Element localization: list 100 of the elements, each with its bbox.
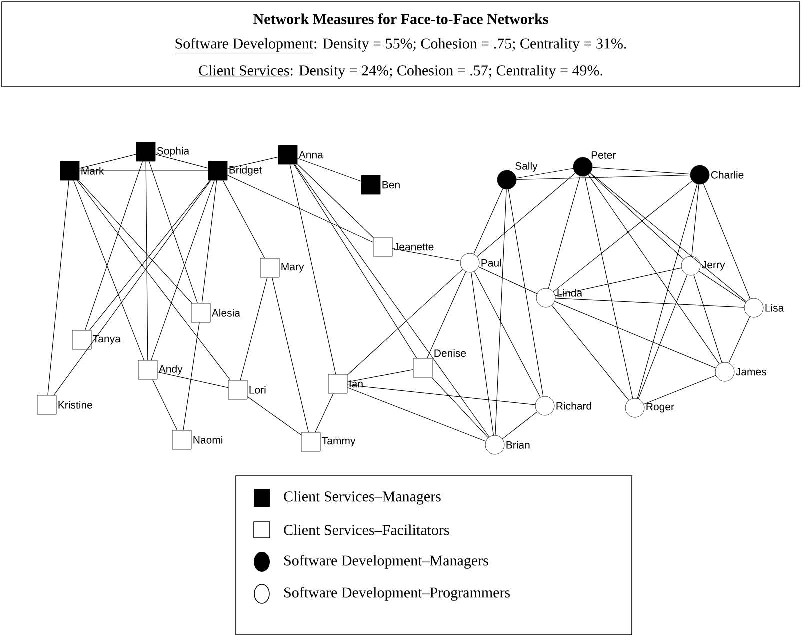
connector-line xyxy=(552,305,630,401)
connector-line xyxy=(555,268,682,296)
square-node: Alesia xyxy=(191,303,240,323)
connector-line xyxy=(151,180,215,361)
connector-line xyxy=(694,274,722,364)
connector-line xyxy=(79,170,209,172)
connector-line xyxy=(157,372,229,388)
square-node: Lori xyxy=(228,380,266,400)
connector-line xyxy=(272,277,310,433)
connector-line xyxy=(74,180,144,361)
node-label: Andy xyxy=(158,365,183,375)
node-label: Tanya xyxy=(93,335,121,345)
square-node: Ian xyxy=(328,374,363,394)
node-label: Charlie xyxy=(711,171,744,179)
connector-line xyxy=(495,189,507,436)
measures-line: Software Development: Density = 55%; Cohesion = .75; Centrality = 31%. xyxy=(174,38,626,54)
node-label: Anna xyxy=(298,151,324,159)
node-label: Peter xyxy=(592,152,616,159)
node-label: Lisa xyxy=(766,304,784,312)
connector-line xyxy=(247,396,302,436)
connector-line xyxy=(703,184,751,300)
connector-line xyxy=(584,176,634,399)
connector-line xyxy=(347,384,536,406)
connector-line xyxy=(294,164,490,438)
connector-line xyxy=(392,248,461,262)
connector-line xyxy=(637,184,698,399)
connector-line xyxy=(146,161,148,361)
node-label: Tammy xyxy=(322,437,356,447)
connector-line xyxy=(90,180,210,331)
connector-line xyxy=(79,154,137,169)
connector-line xyxy=(698,271,746,303)
connector-line xyxy=(590,173,684,260)
square-node: Andy xyxy=(138,360,183,380)
legend-text: Client Services–Facilitators xyxy=(284,524,450,536)
connector-line xyxy=(728,316,750,364)
connector-line xyxy=(183,322,200,431)
connector-line xyxy=(227,156,279,170)
connector-line xyxy=(294,164,418,359)
square-node: Mary xyxy=(260,258,304,278)
connector-line xyxy=(692,184,700,257)
circle-node: Jerry xyxy=(681,256,726,276)
connector-line xyxy=(202,180,218,304)
connector-line xyxy=(474,271,541,398)
connector-line xyxy=(297,164,374,238)
connector-line xyxy=(240,277,268,381)
connector-line xyxy=(48,180,70,396)
node-label: Sophia xyxy=(157,147,190,157)
legend-text: Software Development–Programmers xyxy=(284,587,510,601)
connector-line xyxy=(77,180,231,381)
circle-node: Peter xyxy=(573,152,616,177)
legend-text: Software Development–Managers xyxy=(284,555,488,569)
connector-line xyxy=(152,379,178,431)
connector-line xyxy=(427,272,466,359)
connector-line xyxy=(644,375,716,405)
node-label: Jerry xyxy=(702,261,726,271)
circle-node: Roger xyxy=(625,398,674,418)
square-node: Ben xyxy=(361,175,400,195)
node-label: Naomi xyxy=(194,436,223,444)
connector-line xyxy=(471,272,494,436)
connector-line xyxy=(508,189,544,397)
circle-node: Paul xyxy=(460,253,502,273)
circle-node: Lisa xyxy=(744,298,784,318)
connector-line xyxy=(149,161,198,304)
node-label: Mark xyxy=(82,167,104,175)
node-label: Lori xyxy=(250,386,266,394)
square-node: Bridget xyxy=(208,161,262,181)
connector-line xyxy=(548,176,581,289)
node-label: Kristine xyxy=(58,401,92,409)
circle-node: Sally xyxy=(497,162,538,190)
connector-line xyxy=(478,266,538,294)
connector-line xyxy=(553,180,693,292)
connector-line xyxy=(502,412,538,440)
node-label: Ian xyxy=(350,380,363,388)
connector-line xyxy=(222,180,266,259)
circle-node: James xyxy=(715,362,766,382)
square-node: Denise xyxy=(413,349,466,378)
node-label: Roger xyxy=(646,403,674,413)
node-label: Alesia xyxy=(212,309,240,317)
legend-text: Client Services–Managers xyxy=(284,491,441,505)
connector-line xyxy=(347,370,414,382)
square-node: Mark xyxy=(60,161,104,181)
square-node: Naomi xyxy=(172,430,223,450)
connector-line xyxy=(474,188,504,254)
connector-line xyxy=(85,161,144,331)
connector-line xyxy=(554,301,716,369)
measures-line: Client Services: Density = 24%; Cohesion = .57; Centrality = 49%. xyxy=(198,65,602,79)
connector-line xyxy=(347,269,464,376)
connector-line xyxy=(516,174,691,180)
node-label: Brian xyxy=(506,441,530,449)
square-node: Tanya xyxy=(72,330,121,350)
connector-line xyxy=(516,168,574,179)
connector-line xyxy=(78,180,192,304)
title: Network Measures for Face-to-Face Networks xyxy=(254,14,548,24)
node-label: James xyxy=(736,368,766,376)
connector-line xyxy=(297,158,362,182)
connector-line xyxy=(227,175,374,243)
connector-line xyxy=(315,393,334,433)
connector-line xyxy=(155,154,209,169)
node-label: Paul xyxy=(482,259,502,267)
node-label: Denise xyxy=(434,349,466,358)
